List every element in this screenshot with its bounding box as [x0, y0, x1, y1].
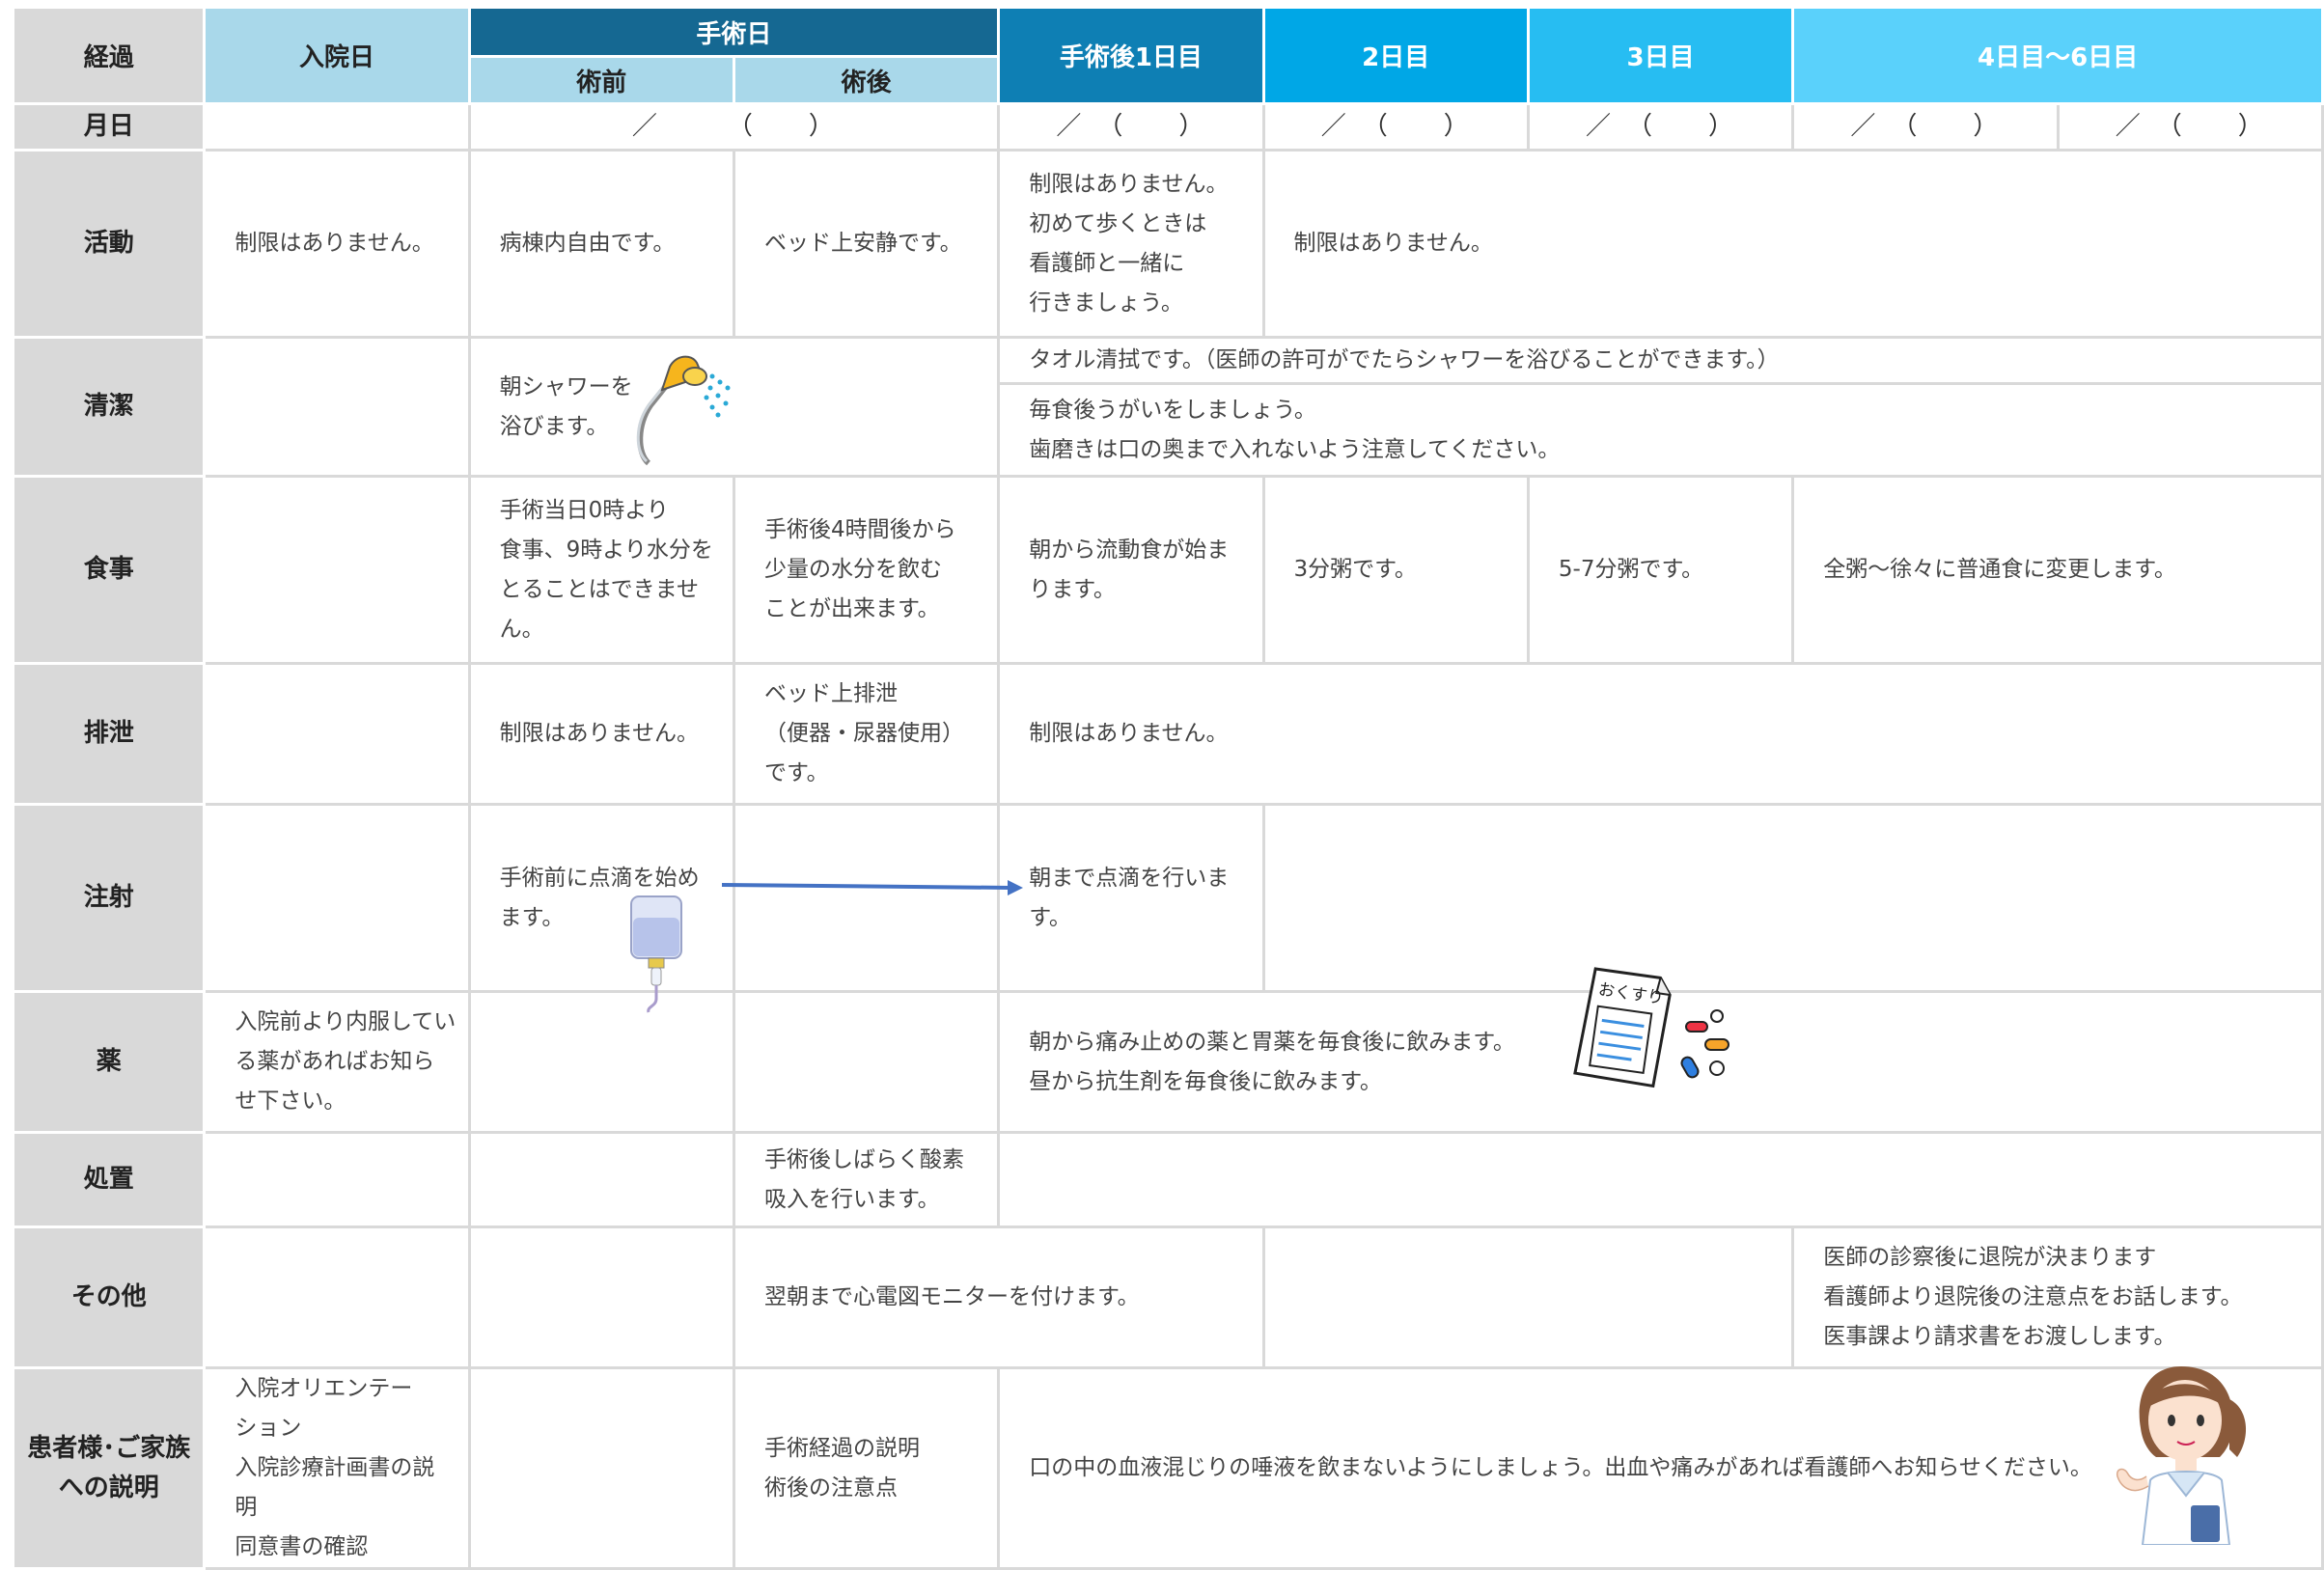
header-jutsugo: 術後: [732, 55, 1001, 105]
haisetsu-day1-6: 制限はありません。: [997, 662, 2324, 806]
header-keika: 経過: [11, 6, 207, 105]
iv-drip-icon: [630, 895, 682, 1013]
row-label-katsudo: 活動: [11, 149, 207, 339]
setsumei-jutsugo: 手術経過の説明 術後の注意点: [732, 1366, 1001, 1570]
shokuji-jutsuzen: 手術当日0時より 食事、9時より水分を とることはできませ ん。: [467, 475, 735, 665]
date-day4: ／ （ ）: [1791, 102, 2060, 151]
row-label-seiketsu: 清潔: [11, 336, 207, 478]
sonota-day2-3: [1261, 1226, 1795, 1369]
header-day3: 3日目: [1526, 6, 1795, 105]
shokuji-nyuin: [203, 475, 471, 665]
header-shujutsu-bi: 手術日: [467, 6, 1001, 58]
date-nyuin: [203, 102, 471, 151]
row-label-kusuri: 薬: [11, 990, 207, 1134]
date-shujutsu: ／ （ ）: [467, 102, 1001, 151]
shokuji-day3: 5-7分粥です。: [1526, 475, 1795, 665]
setsumei-nyuin: 入院オリエンテー ション 入院診療計画書の説 明 同意書の確認: [203, 1366, 471, 1570]
nurse-illustration: [2116, 1366, 2247, 1545]
sonota-nyuin: [203, 1226, 471, 1369]
haisetsu-jutsuzen: 制限はありません。: [467, 662, 735, 806]
katsudo-day2-6: 制限はありません。: [1261, 149, 2324, 339]
chusha-jutsuzen: 手術前に点滴を始め ます。: [467, 803, 735, 993]
seiketsu-nyuin: [203, 336, 471, 478]
kusuri-jutsuzen: [467, 990, 735, 1134]
seiketsu-day1-6-a: タオル清拭です。（医師の許可がでたらシャワーを浴びることができます。）: [997, 336, 2324, 385]
row-label-chusha: 注射: [11, 803, 207, 993]
kusuri-jutsugo: [732, 990, 1001, 1134]
shokuji-jutsugo: 手術後4時間後から 少量の水分を飲む ことが出来ます。: [732, 475, 1001, 665]
katsudo-day1: 制限はありません。 初めて歩くときは 看護師と一緒に 行きましょう。: [997, 149, 1265, 339]
chusha-day2-6: [1261, 803, 2324, 993]
row-label-haisetsu: 排泄: [11, 662, 207, 806]
header-day1: 手術後1日目: [997, 6, 1265, 105]
care-schedule-table: 経過 入院日 手術日 手術後1日目 2日目 3日目 4日目〜6日目 術前 術後 …: [11, 6, 2324, 1570]
katsudo-jutsuzen: 病棟内自由です。: [467, 149, 735, 339]
shochi-jutsuzen: [467, 1131, 735, 1228]
chusha-nyuin: [203, 803, 471, 993]
setsumei-jutsuzen: [467, 1366, 735, 1570]
date-day2: ／ （ ）: [1261, 102, 1530, 151]
date-day1: ／ （ ）: [997, 102, 1265, 151]
sonota-day4-6: 医師の診察後に退院が決まります 看護師より退院後の注意点をお話します。 医事課よ…: [1791, 1226, 2324, 1369]
shochi-day1-6: [997, 1131, 2324, 1228]
shokuji-day2: 3分粥です。: [1261, 475, 1530, 665]
shochi-jutsugo: 手術後しばらく酸素 吸入を行います。: [732, 1131, 1001, 1228]
shochi-nyuin: [203, 1131, 471, 1228]
date-day5: ／ （ ）: [2056, 102, 2324, 151]
header-nyuin-bi: 入院日: [203, 6, 471, 105]
row-label-sonota: その他: [11, 1226, 207, 1369]
date-day3: ／ （ ）: [1526, 102, 1795, 151]
shokuji-day1: 朝から流動食が始ま ります。: [997, 475, 1265, 665]
medicine-bag-icon: おくすり: [1573, 967, 1729, 1088]
chusha-day1: 朝まで点滴を行いま す。: [997, 803, 1265, 993]
haisetsu-jutsugo: ベッド上排泄 （便器・尿器使用） です。: [732, 662, 1001, 806]
row-label-shochi: 処置: [11, 1131, 207, 1228]
row-label-setsumei: 患者様･ご家族 への説明: [11, 1366, 207, 1570]
katsudo-jutsugo: ベッド上安静です。: [732, 149, 1001, 339]
kusuri-nyuin: 入院前より内服してい る薬があればお知ら せ下さい。: [203, 990, 471, 1134]
shokuji-day4-6: 全粥〜徐々に普通食に変更します。: [1791, 475, 2324, 665]
katsudo-nyuin: 制限はありません。: [203, 149, 471, 339]
row-label-date: 月日: [11, 102, 207, 151]
sonota-jutsugo-day1: 翌朝まで心電図モニターを付けます。: [732, 1226, 1265, 1369]
chusha-jutsugo: [732, 803, 1001, 993]
row-label-shokuji: 食事: [11, 475, 207, 665]
setsumei-day1-6: 口の中の血液混じりの唾液を飲まないようにしましょう。出血や痛みがあれば看護師へお…: [997, 1366, 2324, 1570]
seiketsu-jutsugo: [733, 336, 1001, 478]
shower-icon: [636, 355, 731, 466]
header-jutsuzen: 術前: [467, 55, 735, 105]
seiketsu-day1-6-b: 毎食後うがいをしましょう。 歯磨きは口の奥まで入れないよう注意してください。: [997, 382, 2324, 478]
haisetsu-nyuin: [203, 662, 471, 806]
header-day4-6: 4日目〜6日目: [1791, 6, 2324, 105]
sonota-jutsuzen: [467, 1226, 735, 1369]
header-day2: 2日目: [1261, 6, 1530, 105]
